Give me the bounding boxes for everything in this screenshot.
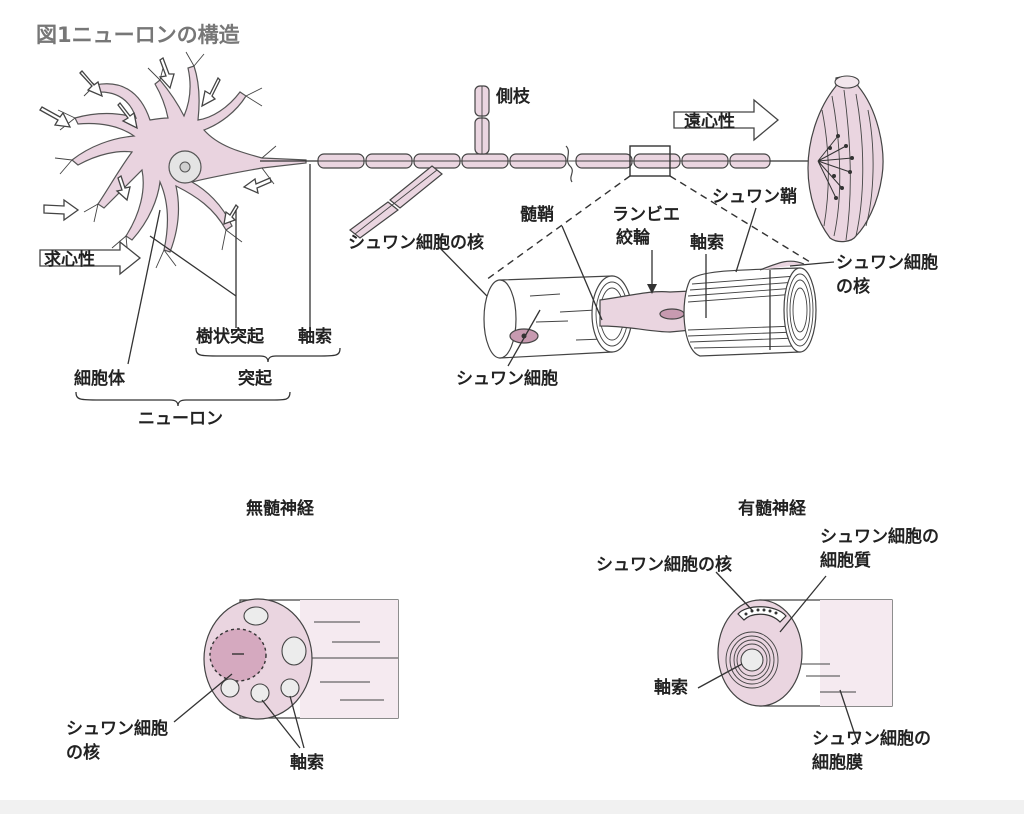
afferent-label-arrow: 求心性 [39,240,142,276]
muscle-body [807,76,884,243]
schwann-cell-label: シュワン細胞 [456,368,558,389]
left-cylinder-texture [529,293,605,341]
left-cylinder-end [483,279,517,359]
neuron-brace [75,391,291,407]
figure-title: 図1ニューロンの構造 [36,23,241,47]
detail-axon-label: 軸索 [690,232,724,253]
process-brace [195,347,341,363]
myelinated-axon-label: 軸索 [654,677,688,698]
unmyelinated-texture [314,621,384,701]
schwann-nucleus-label-main: シュワン細胞の核 [348,232,484,253]
myelinated-nerve: 有髄神経 シュワン細胞の核 シュワン細胞の 細胞質 軸索 シュワン細胞の [596,498,939,773]
myelinated-pointers [697,571,859,745]
muscle-fiber [807,75,884,243]
unmyelinated-nucleus [209,628,267,682]
unmyelinated-shade [300,600,398,718]
ranvier-label-line2: 絞輪 [616,227,651,248]
ranvier-arrowhead [647,284,657,294]
endplate-dots [828,134,854,200]
myelinated-nucleus [737,606,787,623]
myelinated-cytoplasm-line1: シュワン細胞の [820,526,939,547]
unmyelinated-nucleus-line1: シュワン細胞 [66,718,168,739]
efferent-label: 遠心性 [684,111,735,132]
schwann-sheath-label: シュワン鞘 [712,186,797,207]
neuron-label: ニューロン [138,409,223,429]
myelinated-rings [725,631,779,689]
unmyelinated-axons [220,606,307,703]
right-cylinder-face [783,267,817,353]
axon-collateral-up [474,85,490,155]
axon-collateral-down [349,165,443,239]
cell-body-label: 細胞体 [74,368,126,389]
myelinated-nucleus-label: シュワン細胞の核 [596,554,732,575]
ranvier-zoom-box [629,145,671,177]
page-bottom-strip [0,800,1024,814]
myelinated-title: 有髄神経 [738,498,807,519]
detail-nucleus-line2: の核 [836,276,870,297]
myelinated-nucleus-dots [744,608,778,616]
myelinated-axon [740,648,764,672]
myelin-segments [317,153,771,169]
process-label: 突起 [238,368,273,389]
unmyelinated-axon-pointers [261,695,305,749]
ranvier-label-line1: ランビエ [612,205,680,225]
muscle-top-cap [834,75,860,89]
afferent-label: 求心性 [44,249,95,270]
myelinated-membrane-line2: 細胞膜 [812,752,863,773]
myelinated-membrane-line1: シュワン細胞の [812,728,931,749]
efferent-label-arrow: 遠心性 [673,98,780,142]
myelin-label: 髄鞘 [520,204,554,225]
unmyelinated-nerve: 無髄神経 シュワン細胞 の核 軸索 [66,498,399,773]
axon-label: 軸索 [298,326,332,347]
schwann-nucleus-cap [759,260,805,271]
myelinated-texture [800,663,856,693]
unmyelinated-axon-label: 軸索 [290,752,324,773]
right-cylinder-body [683,267,801,357]
dendrite-label: 樹状突起 [196,326,265,347]
neuron-labels: 樹状突起 軸索 細胞体 突起 ニューロン シュワン細胞の核 [74,164,527,429]
afferent-arrows [39,57,272,225]
neuron-cell: 求心性 [39,51,307,276]
motor-endplate [817,135,853,199]
myelinated-shade [820,600,892,706]
unmyelinated-nucleus-line2: の核 [66,742,100,763]
detail-nucleus-line1: シュワン細胞 [836,252,938,273]
axon-break-mark [565,145,573,183]
collateral-label: 側枝 [495,86,531,107]
zoomed-node-detail: 髄鞘 ランビエ 絞輪 軸索 シュワン鞘 シュワン細胞 の核 シュワン細胞 [456,186,938,389]
axon-main: 遠心性 側枝 [260,85,818,281]
right-face-rings [786,273,814,347]
axon-organelle-1 [659,308,685,320]
zoom-line-left [485,175,631,281]
myelinated-cytoplasm-line2: 細胞質 [820,550,871,571]
zoom-line-right [669,175,811,263]
unmyelinated-title: 無髄神経 [246,498,315,519]
cell-nucleolus [179,161,191,173]
